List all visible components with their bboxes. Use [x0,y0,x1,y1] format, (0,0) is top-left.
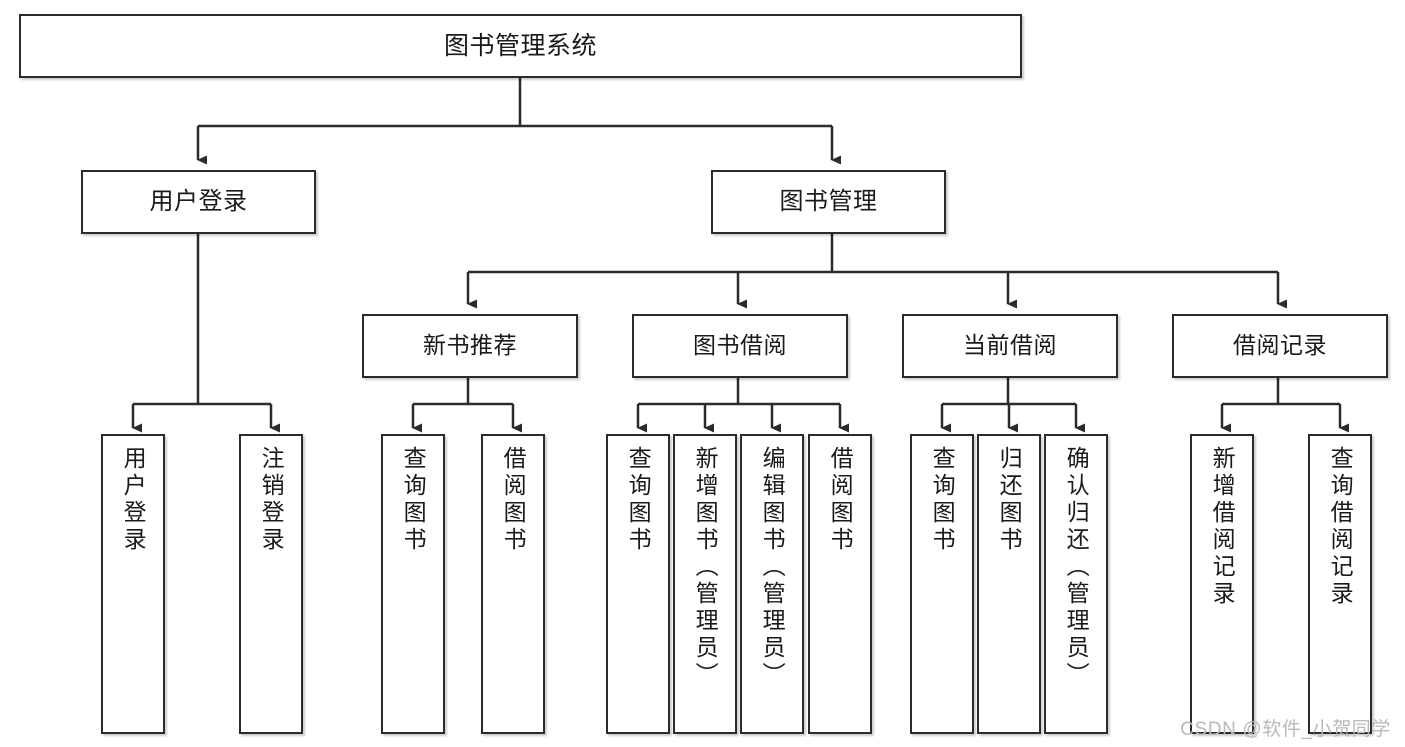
node-label: 借阅图书 [500,446,527,554]
leaf-borrow-add-book-admin[interactable]: 新增图书（管理员） [673,434,737,734]
node-label: 确认归还（管理员） [1063,446,1090,689]
node-label: 查询图书 [929,446,956,554]
leaf-current-confirm-return-admin[interactable]: 确认归还（管理员） [1044,434,1108,734]
leaf-current-return-book[interactable]: 归还图书 [977,434,1041,734]
node-label: 借阅图书 [827,446,854,554]
node-label: 图书借阅 [693,332,787,359]
node-new-book-recommend[interactable]: 新书推荐 [362,314,578,378]
node-label: 用户登录 [120,446,147,554]
leaf-current-query-book[interactable]: 查询图书 [910,434,974,734]
leaf-recommend-query-book[interactable]: 查询图书 [381,434,445,734]
node-label: 用户登录 [149,187,248,215]
node-label: 查询图书 [625,446,652,554]
leaf-user-login-logout[interactable]: 注销登录 [239,434,303,734]
node-label: 图书管理 [779,187,878,215]
node-label: 新书推荐 [423,332,517,359]
node-label: 图书管理系统 [443,32,597,60]
leaf-borrow-edit-book-admin[interactable]: 编辑图书（管理员） [740,434,804,734]
node-book-borrow[interactable]: 图书借阅 [632,314,848,378]
node-label: 借阅记录 [1233,332,1327,359]
node-label: 归还图书 [996,446,1023,554]
node-label: 新增借阅记录 [1209,446,1236,608]
leaf-recommend-borrow-book[interactable]: 借阅图书 [481,434,545,734]
node-root-system[interactable]: 图书管理系统 [19,14,1022,78]
node-label: 注销登录 [258,446,285,554]
node-label: 编辑图书（管理员） [759,446,786,689]
node-label: 查询图书 [400,446,427,554]
node-borrow-record[interactable]: 借阅记录 [1172,314,1388,378]
node-book-management[interactable]: 图书管理 [711,170,946,234]
leaf-record-query-record[interactable]: 查询借阅记录 [1308,434,1372,734]
node-label: 新增图书（管理员） [692,446,719,689]
node-current-borrow[interactable]: 当前借阅 [902,314,1118,378]
leaf-borrow-query-book[interactable]: 查询图书 [606,434,670,734]
leaf-user-login-login[interactable]: 用户登录 [101,434,165,734]
leaf-borrow-borrow-book[interactable]: 借阅图书 [808,434,872,734]
node-label: 当前借阅 [963,332,1057,359]
leaf-record-add-record[interactable]: 新增借阅记录 [1190,434,1254,734]
watermark-text: CSDN @软件_小贺同学 [1180,719,1391,740]
node-user-login[interactable]: 用户登录 [81,170,316,234]
node-label: 查询借阅记录 [1327,446,1354,608]
